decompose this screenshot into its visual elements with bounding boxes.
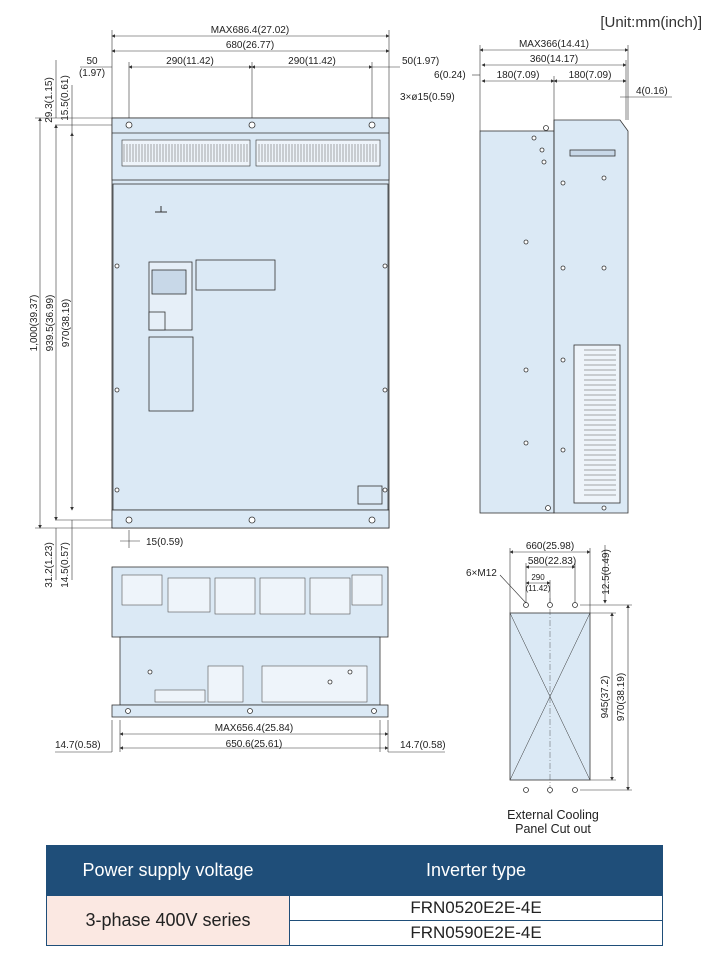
- svg-text:MAX686.4(27.02): MAX686.4(27.02): [211, 25, 289, 36]
- svg-text:15(0.59): 15(0.59): [146, 537, 183, 548]
- svg-text:660(25.98): 660(25.98): [526, 541, 574, 552]
- svg-text:290: 290: [531, 573, 545, 582]
- side-view-dimensions: [472, 45, 672, 131]
- bottom-dim-labels: MAX656.4(25.84) 650.6(25.61) 14.7(0.58) …: [55, 723, 446, 751]
- dimension-drawing: MAX686.4(27.02) 680(26.77) 50 (1.97) 290…: [29, 25, 672, 795]
- spec-table: Power supply voltage Inverter type 3-pha…: [46, 845, 663, 946]
- svg-text:4(0.16): 4(0.16): [636, 86, 668, 97]
- header-voltage: Power supply voltage: [46, 845, 290, 896]
- bottom-view: [111, 566, 389, 718]
- spec-header-row: Power supply voltage Inverter type: [46, 845, 663, 896]
- svg-text:945(37.2): 945(37.2): [600, 676, 611, 719]
- side-view: [479, 119, 629, 514]
- bottom-view-dimensions: [55, 720, 445, 753]
- spec-row: FRN0590E2E-4E: [47, 920, 663, 946]
- svg-text:6(0.24): 6(0.24): [434, 70, 466, 81]
- svg-text:15.5(0.61): 15.5(0.61): [60, 75, 71, 121]
- svg-text:14.7(0.58): 14.7(0.58): [400, 740, 446, 751]
- front-view-dimensions: [35, 30, 400, 580]
- svg-text:50(1.97): 50(1.97): [402, 56, 439, 67]
- svg-text:50: 50: [86, 56, 98, 67]
- svg-text:12.5(0.49): 12.5(0.49): [601, 549, 612, 595]
- svg-text:1,000(39.37): 1,000(39.37): [29, 295, 40, 352]
- svg-text:14.7(0.58): 14.7(0.58): [55, 740, 101, 751]
- svg-text:(11.42): (11.42): [526, 584, 551, 593]
- spec-row: 3-phase 400V series FRN0520E2E-4E: [46, 895, 663, 946]
- cutout-dimensions: [499, 545, 632, 791]
- caption-line-1: External Cooling: [507, 808, 599, 822]
- unit-label: [Unit:mm(inch)]: [600, 14, 702, 31]
- svg-text:MAX366(14.41): MAX366(14.41): [519, 39, 589, 50]
- svg-text:650.6(25.61): 650.6(25.61): [226, 739, 283, 750]
- voltage-cell: 3-phase 400V series: [46, 895, 290, 946]
- caption-line-2: Panel Cut out: [515, 822, 591, 836]
- svg-text:29.3(1.15): 29.3(1.15): [44, 77, 55, 123]
- svg-text:14.5(0.57): 14.5(0.57): [60, 542, 71, 588]
- svg-text:MAX656.4(25.84): MAX656.4(25.84): [215, 723, 293, 734]
- svg-text:580(22.83): 580(22.83): [528, 556, 576, 567]
- svg-text:290(11.42): 290(11.42): [288, 56, 336, 67]
- svg-text:(1.97): (1.97): [79, 68, 105, 79]
- model-cell: FRN0590E2E-4E: [289, 920, 663, 946]
- front-view: [111, 117, 390, 529]
- front-dim-labels: MAX686.4(27.02) 680(26.77) 50 (1.97) 290…: [29, 25, 455, 588]
- svg-text:680(26.77): 680(26.77): [226, 40, 274, 51]
- svg-text:290(11.42): 290(11.42): [166, 56, 214, 67]
- cutout-dim-labels: 660(25.98) 580(22.83) 290 (11.42) 6×M12 …: [466, 541, 627, 721]
- svg-text:3×ø15(0.59): 3×ø15(0.59): [400, 92, 455, 103]
- cutout-view: [509, 598, 591, 795]
- svg-text:970(38.19): 970(38.19): [616, 673, 627, 721]
- header-inverter-type: Inverter type: [289, 845, 663, 896]
- svg-text:939.5(36.99): 939.5(36.99): [45, 295, 56, 352]
- svg-text:970(38.19): 970(38.19): [61, 299, 72, 347]
- svg-text:6×M12: 6×M12: [466, 568, 497, 579]
- side-dim-labels: MAX366(14.41) 360(14.17) 6(0.24) 180(7.0…: [434, 39, 668, 97]
- svg-text:180(7.09): 180(7.09): [569, 70, 612, 81]
- svg-text:31.2(1.23): 31.2(1.23): [44, 542, 55, 588]
- cutout-caption: External Cooling Panel Cut out: [478, 808, 628, 836]
- model-cell: FRN0520E2E-4E: [289, 895, 663, 921]
- svg-text:360(14.17): 360(14.17): [530, 54, 578, 65]
- svg-text:180(7.09): 180(7.09): [497, 70, 540, 81]
